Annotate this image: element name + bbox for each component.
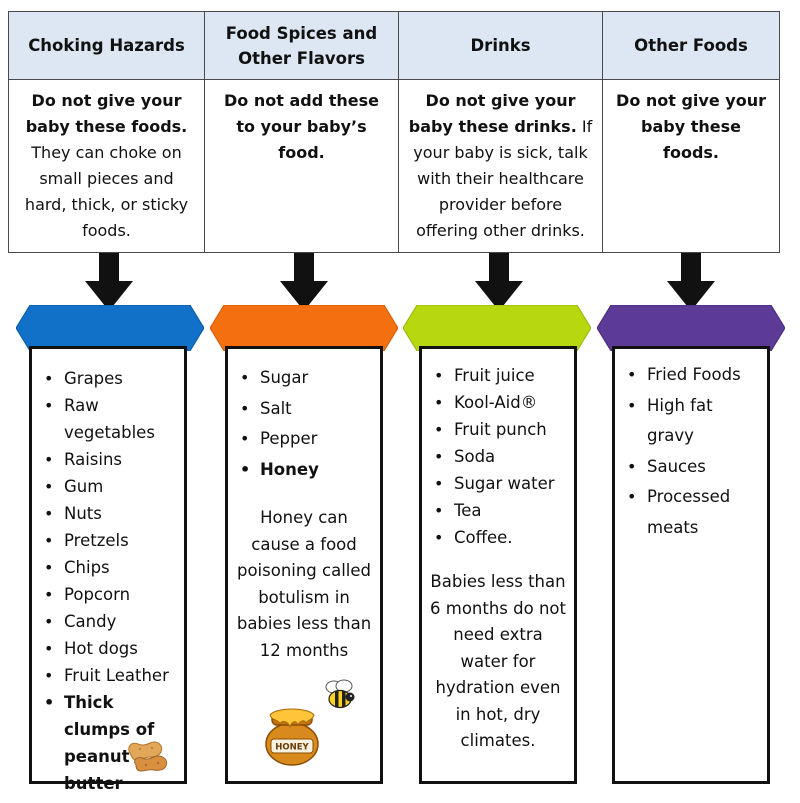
header-label: Choking Hazards bbox=[28, 36, 185, 55]
band-drinks bbox=[403, 305, 591, 351]
list-item: Fruit punch bbox=[422, 416, 574, 443]
header-other-foods: Other Foods bbox=[603, 12, 779, 80]
desc-text: They can choke on small pieces and hard,… bbox=[24, 143, 189, 240]
list-item: Salt bbox=[228, 394, 380, 425]
guidance-table: Choking Hazards Food Spices and Other Fl… bbox=[8, 11, 780, 253]
bee-icon bbox=[325, 679, 355, 709]
list-item: Tea bbox=[422, 497, 574, 524]
down-arrow-icon bbox=[667, 253, 715, 311]
list-item-emphasis: Honey bbox=[228, 455, 380, 486]
list-item: Soda bbox=[422, 443, 574, 470]
list-item: Candy bbox=[32, 608, 184, 635]
header-choking-hazards: Choking Hazards bbox=[9, 12, 205, 80]
header-label: Drinks bbox=[470, 36, 531, 55]
list-item-emphasis: Thick clumps of peanut butter bbox=[32, 689, 184, 797]
desc-bold: Do not give your baby these foods. bbox=[616, 91, 766, 162]
drinks-list: Fruit juice Kool-Aid® Fruit punch Soda S… bbox=[422, 362, 574, 551]
list-item: Hot dogs bbox=[32, 635, 184, 662]
choking-hazards-list: Grapes Raw vegetables Raisins Gum Nuts P… bbox=[32, 365, 184, 797]
band-food-spices bbox=[210, 305, 398, 351]
list-item: Kool-Aid® bbox=[422, 389, 574, 416]
honey-label: HONEY bbox=[275, 743, 309, 753]
list-item: Raw vegetables bbox=[32, 392, 184, 446]
list-item: Sauces bbox=[615, 452, 767, 483]
list-item: Grapes bbox=[32, 365, 184, 392]
desc-food-spices: Do not add these to your baby’s food. bbox=[205, 80, 399, 252]
list-drinks: Fruit juice Kool-Aid® Fruit punch Soda S… bbox=[419, 346, 577, 784]
list-item: Gum bbox=[32, 473, 184, 500]
list-item: Coffee. bbox=[422, 524, 574, 551]
desc-bold: Do not give your baby these drinks. bbox=[408, 91, 577, 136]
desc-text: If your baby is sick, talk with their he… bbox=[413, 117, 593, 240]
list-item: Popcorn bbox=[32, 581, 184, 608]
band-other-foods bbox=[597, 305, 785, 351]
header-label: Other Foods bbox=[634, 36, 748, 55]
list-item: Pretzels bbox=[32, 527, 184, 554]
desc-bold: Do not add these to your baby’s food. bbox=[224, 91, 379, 162]
list-item: Pepper bbox=[228, 424, 380, 455]
band-choking-hazards bbox=[16, 305, 204, 351]
down-arrow-icon bbox=[280, 253, 328, 311]
food-spices-list: Sugar Salt Pepper Honey bbox=[228, 363, 380, 485]
list-choking-hazards: Grapes Raw vegetables Raisins Gum Nuts P… bbox=[29, 346, 187, 793]
list-item: Sugar bbox=[228, 363, 380, 394]
list-item: Raisins bbox=[32, 446, 184, 473]
honey-note: Honey can cause a food poisoning called … bbox=[236, 508, 372, 660]
water-note: Babies less than 6 months do not need ex… bbox=[430, 572, 566, 750]
list-item: Fruit juice bbox=[422, 362, 574, 389]
list-item: High fat gravy bbox=[615, 391, 767, 452]
header-food-spices: Food Spices and Other Flavors bbox=[205, 12, 399, 80]
desc-other-foods: Do not give your baby these foods. bbox=[603, 80, 779, 252]
honey-pot-icon: HONEY bbox=[265, 708, 319, 766]
list-item: Fruit Leather bbox=[32, 662, 184, 689]
header-label: Food Spices and Other Flavors bbox=[225, 23, 378, 68]
desc-bold: Do not give your baby these foods. bbox=[25, 91, 188, 136]
list-food-spices: Sugar Salt Pepper Honey Honey can cause … bbox=[225, 346, 383, 784]
down-arrow-icon bbox=[475, 253, 523, 311]
down-arrow-icon bbox=[85, 253, 133, 311]
desc-choking-hazards: Do not give your baby these foods. They … bbox=[9, 80, 205, 252]
other-foods-list: Fried Foods High fat gravy Sauces Proces… bbox=[615, 360, 767, 543]
list-item: Processed meats bbox=[615, 482, 767, 543]
list-other-foods: Fried Foods High fat gravy Sauces Proces… bbox=[612, 346, 770, 784]
peanut-icon bbox=[128, 741, 168, 772]
list-item: Nuts bbox=[32, 500, 184, 527]
list-item: Sugar water bbox=[422, 470, 574, 497]
header-drinks: Drinks bbox=[399, 12, 603, 80]
desc-drinks: Do not give your baby these drinks. If y… bbox=[399, 80, 603, 252]
list-item: Chips bbox=[32, 554, 184, 581]
list-item: Fried Foods bbox=[615, 360, 767, 391]
